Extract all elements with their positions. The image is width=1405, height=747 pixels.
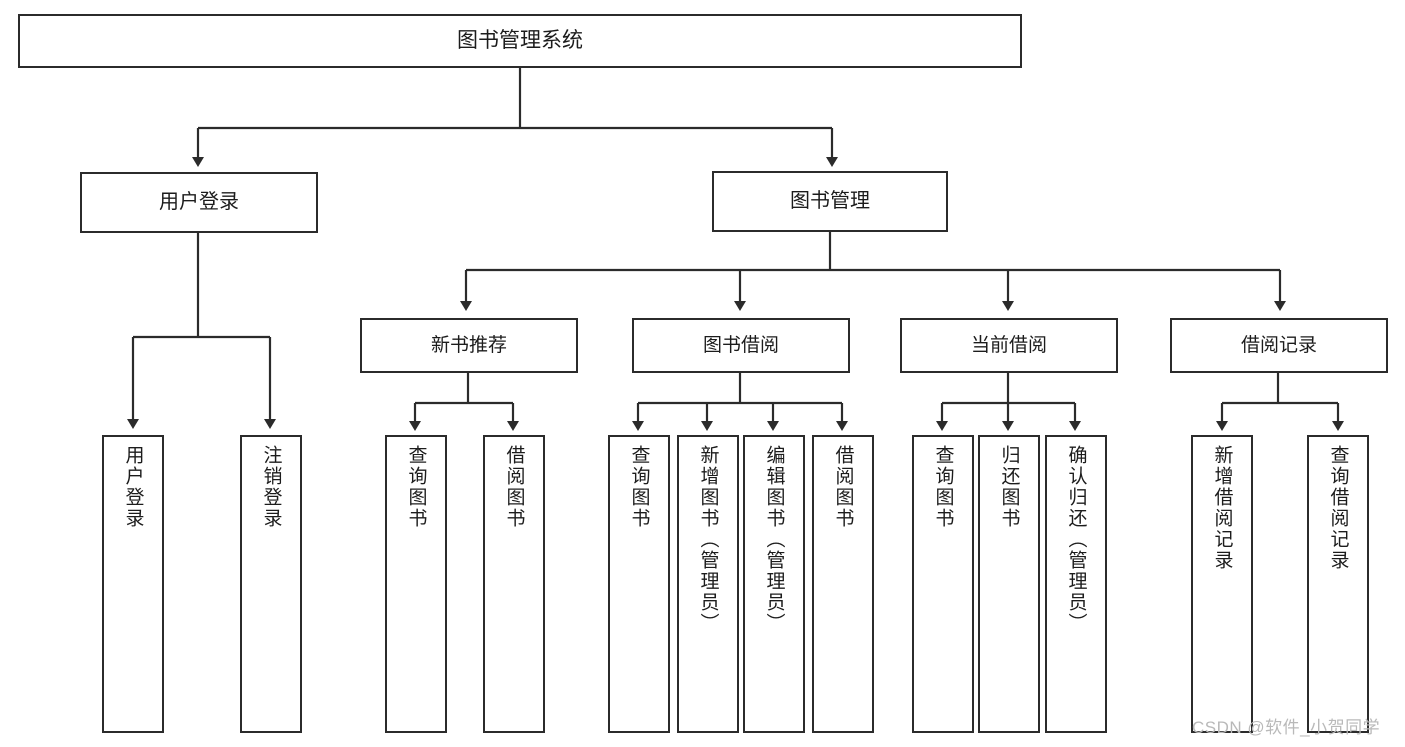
node-label: 查询图书 xyxy=(932,445,954,529)
leaf-current-query-book[interactable]: 查询图书 xyxy=(912,435,974,733)
leaf-user-login-login[interactable]: 用户登录 xyxy=(102,435,164,733)
node-label: 查询图书 xyxy=(405,445,427,529)
node-label: 编辑图书（管理员） xyxy=(763,445,785,634)
node-book-borrow[interactable]: 图书借阅 xyxy=(632,318,850,373)
node-label: 图书管理系统 xyxy=(457,28,583,52)
node-new-book-recommend[interactable]: 新书推荐 xyxy=(360,318,578,373)
node-label: 借阅图书 xyxy=(503,445,525,529)
node-label: 用户登录 xyxy=(159,191,239,213)
node-label: 归还图书 xyxy=(998,445,1020,529)
node-label: 确认归还（管理员） xyxy=(1065,445,1087,634)
leaf-user-login-logout[interactable]: 注销登录 xyxy=(240,435,302,733)
leaf-new-book-query[interactable]: 查询图书 xyxy=(385,435,447,733)
node-label: 用户登录 xyxy=(122,445,144,529)
leaf-borrow-query-book[interactable]: 查询图书 xyxy=(608,435,670,733)
node-label: 新增图书（管理员） xyxy=(697,445,719,634)
node-current-borrow[interactable]: 当前借阅 xyxy=(900,318,1118,373)
node-book-management[interactable]: 图书管理 xyxy=(712,171,948,232)
node-borrow-record[interactable]: 借阅记录 xyxy=(1170,318,1388,373)
leaf-record-query-borrow-record[interactable]: 查询借阅记录 xyxy=(1307,435,1369,733)
node-label: 查询借阅记录 xyxy=(1327,445,1349,571)
leaf-current-confirm-return-admin[interactable]: 确认归还（管理员） xyxy=(1045,435,1107,733)
leaf-current-return-book[interactable]: 归还图书 xyxy=(978,435,1040,733)
leaf-borrow-add-book-admin[interactable]: 新增图书（管理员） xyxy=(677,435,739,733)
leaf-borrow-edit-book-admin[interactable]: 编辑图书（管理员） xyxy=(743,435,805,733)
leaf-new-book-borrow[interactable]: 借阅图书 xyxy=(483,435,545,733)
node-label: 借阅图书 xyxy=(832,445,854,529)
node-label: 借阅记录 xyxy=(1240,334,1317,356)
node-label: 注销登录 xyxy=(260,445,282,529)
node-label: 新书推荐 xyxy=(430,334,507,356)
node-label: 图书借阅 xyxy=(702,334,779,356)
leaf-borrow-borrow-book[interactable]: 借阅图书 xyxy=(812,435,874,733)
node-user-login[interactable]: 用户登录 xyxy=(80,172,318,233)
node-root-system[interactable]: 图书管理系统 xyxy=(18,14,1022,68)
node-label: 新增借阅记录 xyxy=(1211,445,1233,571)
leaf-record-add-borrow-record[interactable]: 新增借阅记录 xyxy=(1191,435,1253,733)
csdn-watermark: CSDN @软件_小贺同学 xyxy=(1192,718,1381,737)
node-label: 当前借阅 xyxy=(970,334,1047,356)
node-label: 查询图书 xyxy=(628,445,650,529)
node-label: 图书管理 xyxy=(790,190,870,212)
